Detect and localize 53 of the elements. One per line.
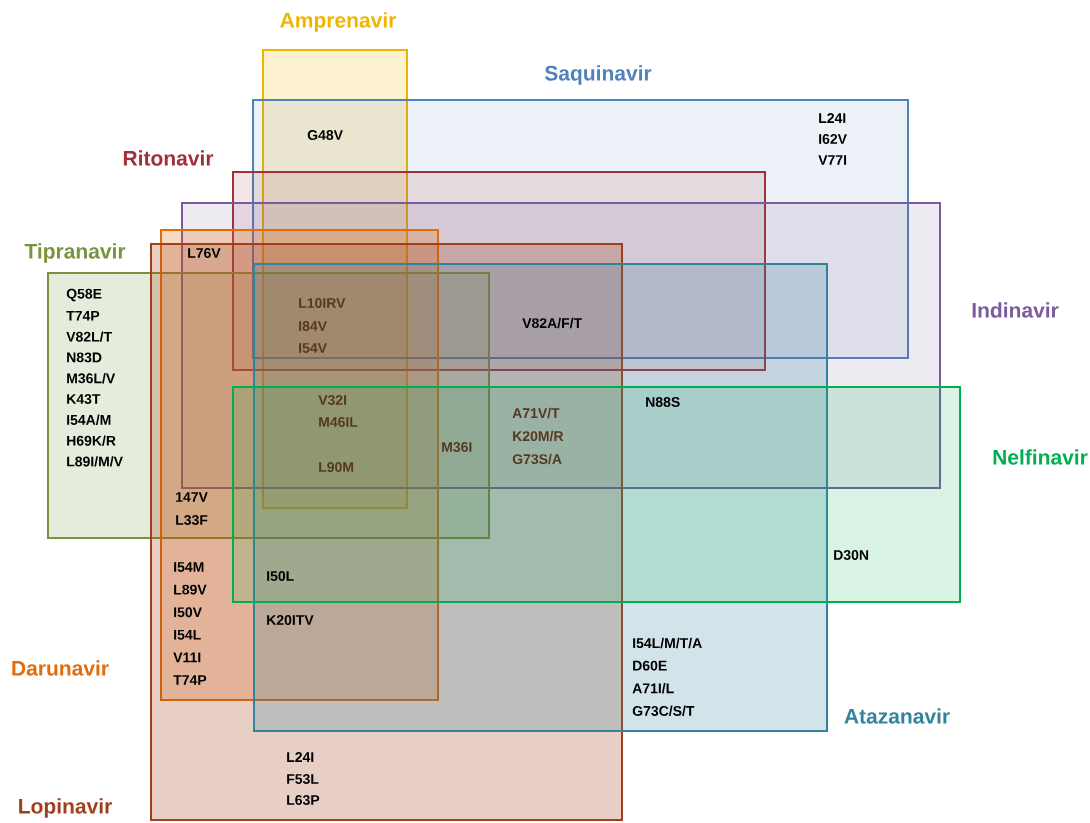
mutation-label: M36L/V: [67, 373, 116, 384]
set-title: Ritonavir: [123, 150, 214, 166]
mutation-label: A71V/T: [512, 407, 560, 419]
mutation-label: T74P: [173, 675, 207, 685]
mutation-label: L33F: [176, 515, 208, 525]
mutation-label: I62V: [819, 134, 847, 144]
mutation-label: I84V: [299, 321, 327, 331]
mutation-label: I54M: [174, 562, 204, 572]
set-title: Lopinavir: [19, 798, 112, 818]
mutation-label: L24I: [287, 752, 314, 762]
set-title: Amprenavir: [280, 12, 397, 32]
mutation-label: L89I/M/V: [67, 456, 123, 467]
set-title: Indinavir: [972, 302, 1059, 318]
mutation-label: A71I/L: [632, 683, 674, 694]
mutation-label: L89V: [174, 584, 207, 595]
mutation-label: V11I: [173, 652, 201, 663]
mutation-label: L24I: [819, 113, 846, 123]
mutation-label: D30N: [834, 550, 869, 560]
mutation-label: T74P: [66, 311, 100, 321]
set-title: Darunavir: [12, 660, 109, 676]
mutation-label: M36I: [442, 442, 472, 452]
mutation-label: I50L: [267, 571, 294, 581]
mutation-label: F53L: [287, 774, 319, 784]
set-title: Atazanavir: [844, 708, 950, 724]
mutation-label: 147V: [176, 492, 208, 502]
mutation-label: N83D: [67, 352, 102, 363]
set-title: Nelfinavir: [993, 449, 1088, 465]
mutation-label: D60E: [633, 660, 667, 671]
mutation-label: V32I: [318, 395, 347, 405]
set-title: Tipranavir: [24, 243, 126, 263]
mutation-label: L10IRV: [299, 298, 346, 308]
mutation-label: M46IL: [319, 417, 358, 427]
mutation-label: N88S: [646, 397, 680, 407]
mutation-label: V77I: [818, 155, 847, 165]
mutation-label: L90M: [319, 462, 354, 472]
mutation-label: I54V: [299, 343, 327, 353]
mutation-label: V82A/F/T: [522, 317, 582, 329]
set-title: Saquinavir: [544, 65, 652, 85]
mutation-label: G48V: [307, 130, 343, 140]
mutation-label: L76V: [188, 248, 221, 258]
mutation-label: G73S/A: [512, 453, 562, 465]
mutation-label: I54L/M/T/A: [633, 637, 702, 649]
mutation-label: V82L/T: [66, 331, 112, 342]
mutation-label: K20M/R: [513, 430, 564, 442]
mutation-label: L63P: [287, 795, 320, 805]
mutation-label: H69K/R: [67, 435, 116, 446]
mutation-label: K20ITV: [267, 615, 314, 625]
mutation-label: G73C/S/T: [632, 705, 695, 716]
mutation-label: I54A/M: [67, 414, 111, 425]
mutation-label: I50V: [174, 607, 202, 618]
mutation-label: Q58E: [66, 288, 102, 302]
mutation-label: I54L: [174, 629, 201, 640]
mutation-label: K43T: [67, 394, 101, 404]
